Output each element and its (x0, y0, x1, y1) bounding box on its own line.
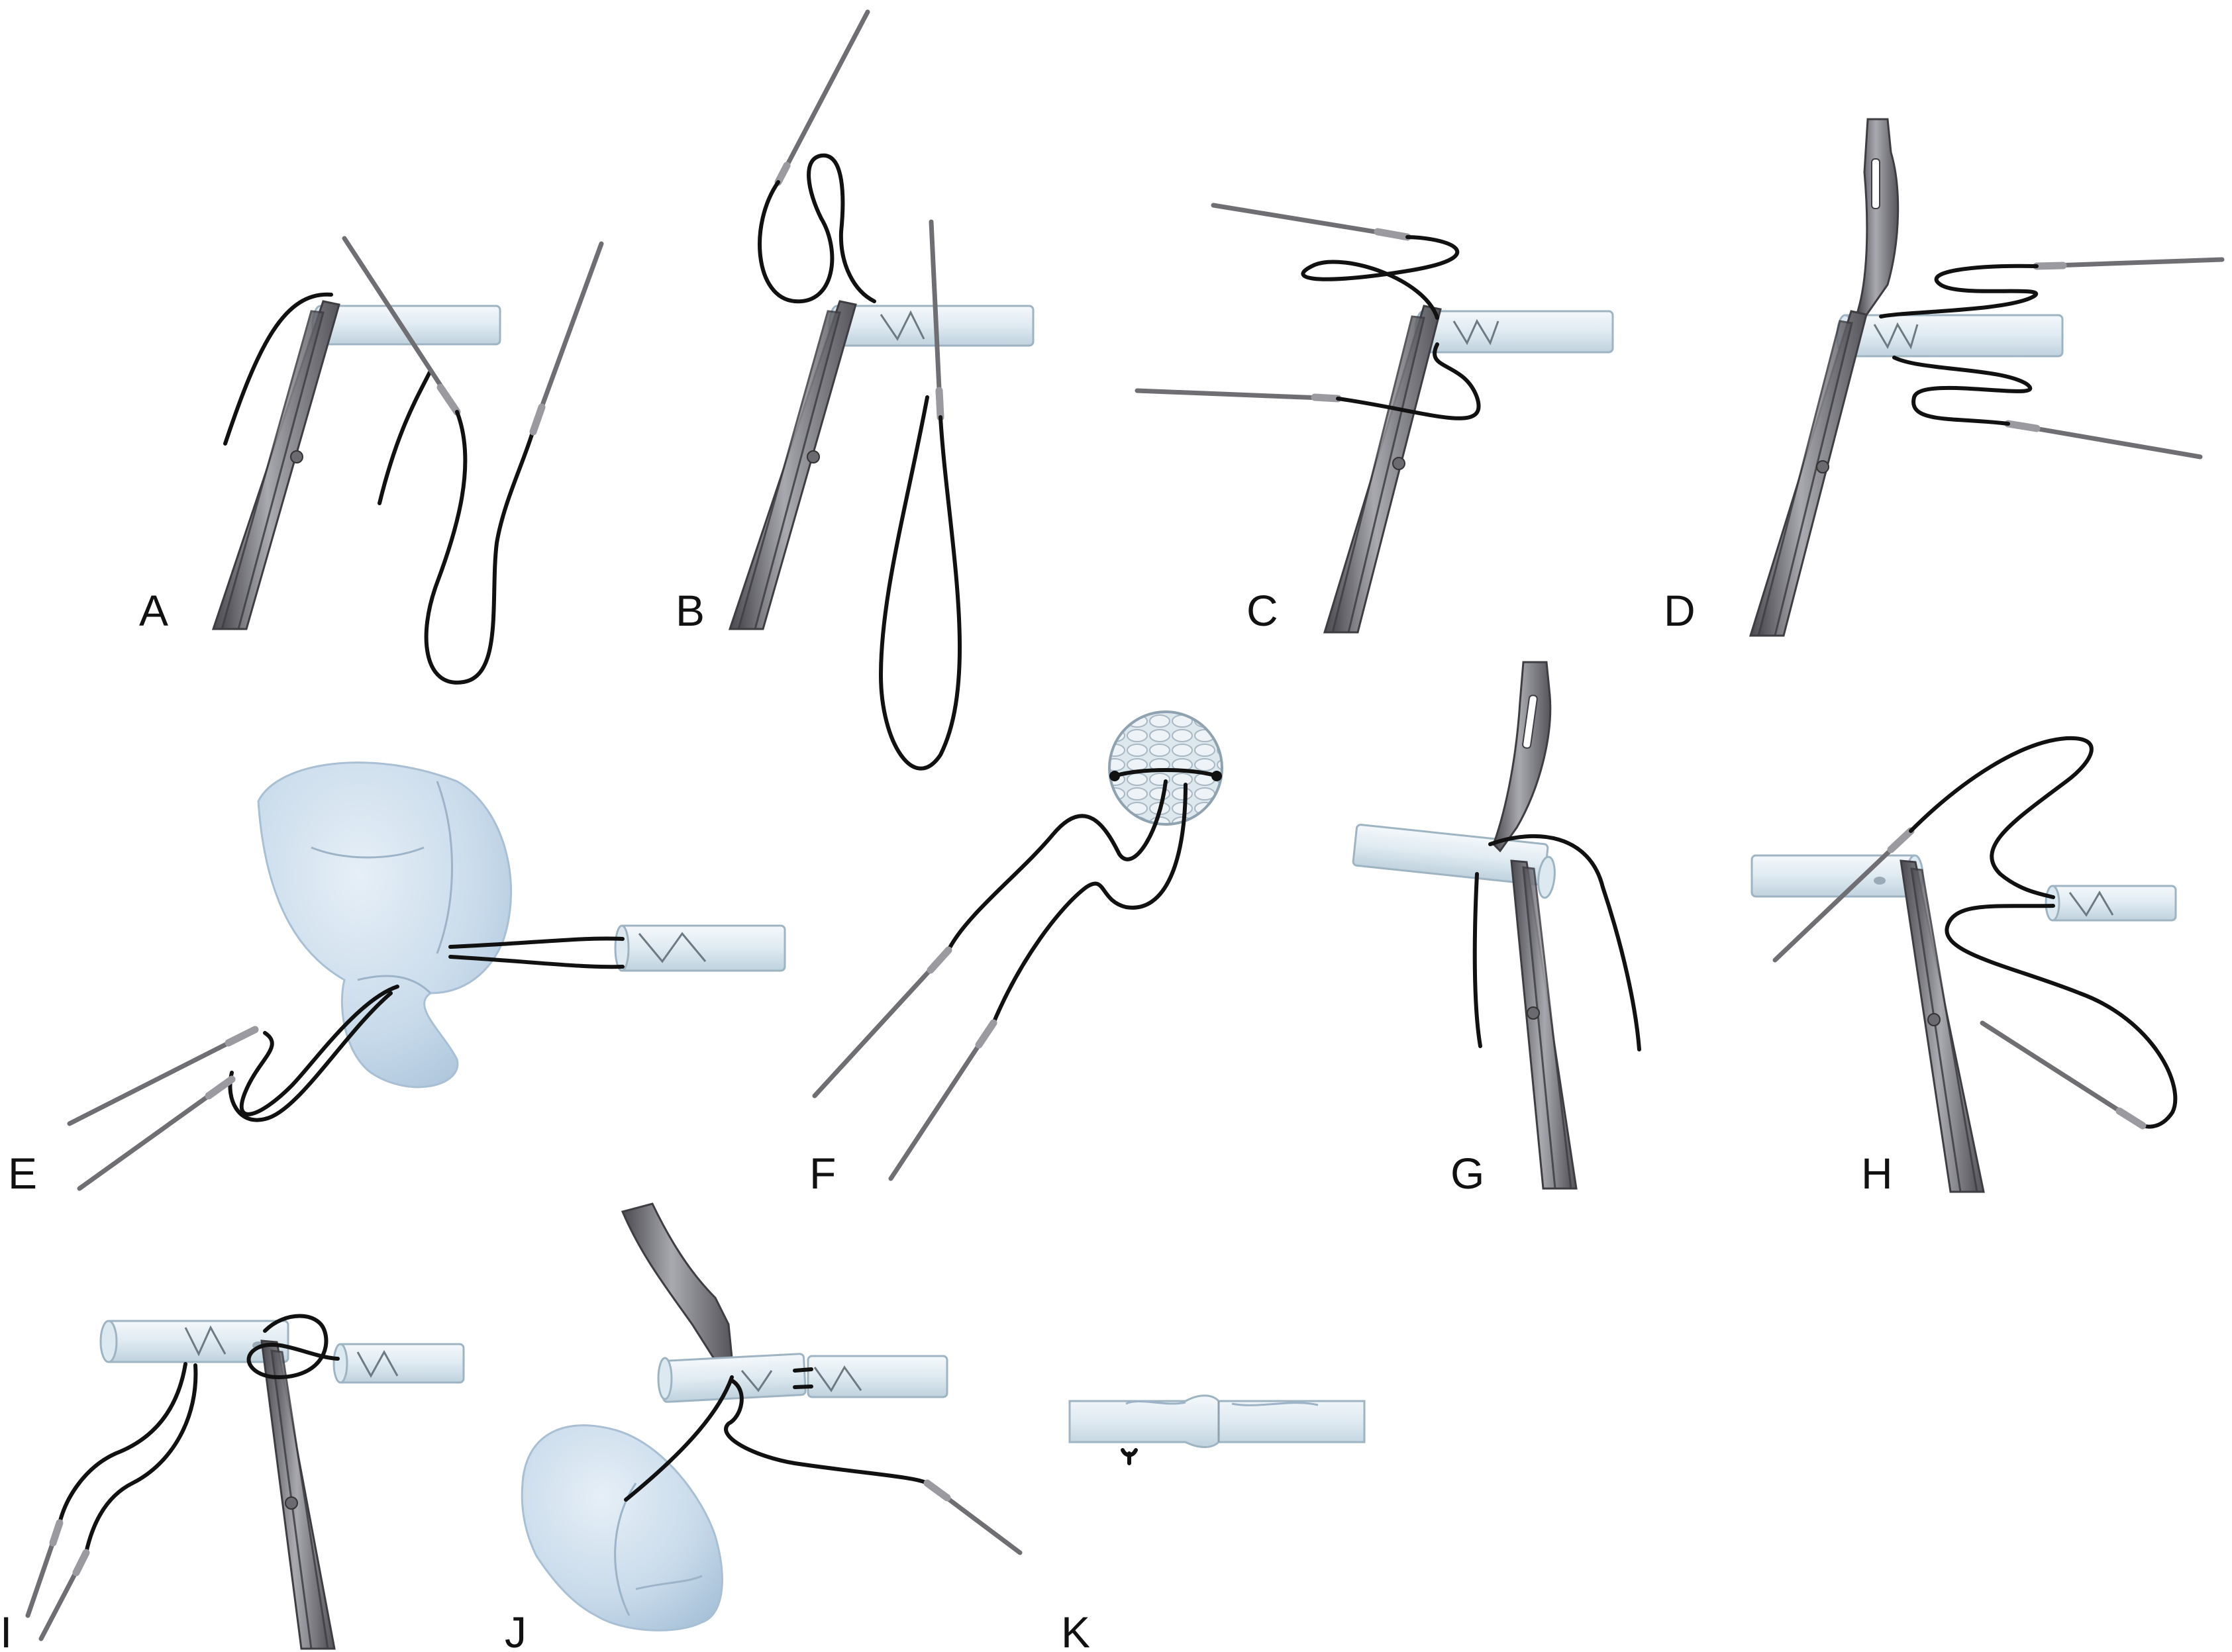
tendon (1750, 854, 1919, 898)
panel-d (1749, 118, 2225, 637)
suture-thread (946, 779, 1168, 952)
suture-knot (1121, 1448, 1138, 1465)
panel-c (1135, 203, 1614, 634)
panel-label: K (1061, 1608, 1090, 1652)
suture-stitch (1452, 318, 1499, 346)
panel-label: D (1664, 586, 1696, 635)
panel-i (25, 1314, 465, 1650)
suture-thread (378, 369, 432, 505)
panel-h (1750, 736, 2178, 1193)
suture-thread (991, 783, 1188, 1025)
scalpel-blade (1856, 118, 1900, 320)
tendon (618, 924, 786, 972)
panel-a (211, 236, 604, 685)
panel-label: C (1246, 586, 1278, 635)
needle (1772, 828, 1913, 963)
scalpel-blade (1492, 661, 1552, 853)
suture-thread (239, 985, 399, 1116)
suture-thread (1879, 264, 2039, 318)
suture-stitch (356, 1349, 399, 1379)
tendon (2049, 885, 2177, 922)
needle (812, 947, 951, 1098)
panel-b (728, 9, 1035, 771)
needle (888, 1020, 996, 1181)
suture-stitch (1873, 322, 1919, 350)
panel-label: G (1450, 1149, 1484, 1198)
needle (2034, 257, 2225, 269)
panel-label: E (8, 1149, 37, 1198)
suture-stitch (184, 1325, 227, 1357)
suture-stitch (638, 932, 707, 963)
panel-label: A (139, 586, 168, 635)
needle (531, 241, 604, 433)
gloved-thumb (521, 1424, 723, 1631)
tendon (336, 1343, 465, 1384)
suture-thread (624, 1375, 734, 1502)
suture-thread (448, 955, 625, 969)
panel-label: F (809, 1149, 836, 1198)
panel-label: B (676, 586, 705, 635)
tendon (1841, 314, 2064, 358)
panel-e (67, 761, 786, 1191)
suture-thread (448, 936, 625, 949)
panel-f (812, 710, 1223, 1181)
suture-thread (58, 1362, 187, 1525)
tendon (807, 1355, 948, 1398)
suture-stitch (2068, 891, 2114, 917)
suture-thread (1892, 356, 2033, 426)
suture-stitch (880, 310, 925, 341)
suture-thread (228, 991, 393, 1122)
suture-thread (1945, 904, 2178, 1129)
panel-j (521, 1202, 1023, 1631)
suture-stitch (740, 1365, 862, 1392)
suture-thread (758, 153, 876, 304)
suture-thread (1909, 736, 2094, 899)
panel-label: I (0, 1608, 12, 1652)
needle (929, 219, 943, 420)
needle (776, 9, 870, 185)
suture-thread (84, 1363, 198, 1555)
repaired-tendon (1068, 1394, 1366, 1448)
tendon (1419, 310, 1614, 354)
suture-thread (246, 1314, 340, 1379)
needle (1135, 388, 1341, 401)
suture-thread (1488, 834, 1641, 1051)
panel-g (1352, 661, 1641, 1190)
suture-thread (879, 395, 962, 771)
suture-thread (1336, 342, 1481, 420)
suture-thread (724, 1379, 929, 1485)
needle (67, 1027, 258, 1126)
forceps (621, 1202, 733, 1362)
suture-thread (1472, 872, 1482, 1048)
suture-thread (223, 292, 333, 446)
gloved-thumb (257, 761, 513, 1089)
suture-thread (424, 410, 535, 685)
panel-label: J (505, 1608, 527, 1652)
suture-thread (1301, 235, 1460, 320)
panel-label: H (1861, 1149, 1893, 1198)
panel-k (1068, 1394, 1366, 1465)
needle (1980, 1020, 2145, 1128)
needle-holder-jaw (221, 310, 325, 630)
needle (342, 236, 460, 413)
